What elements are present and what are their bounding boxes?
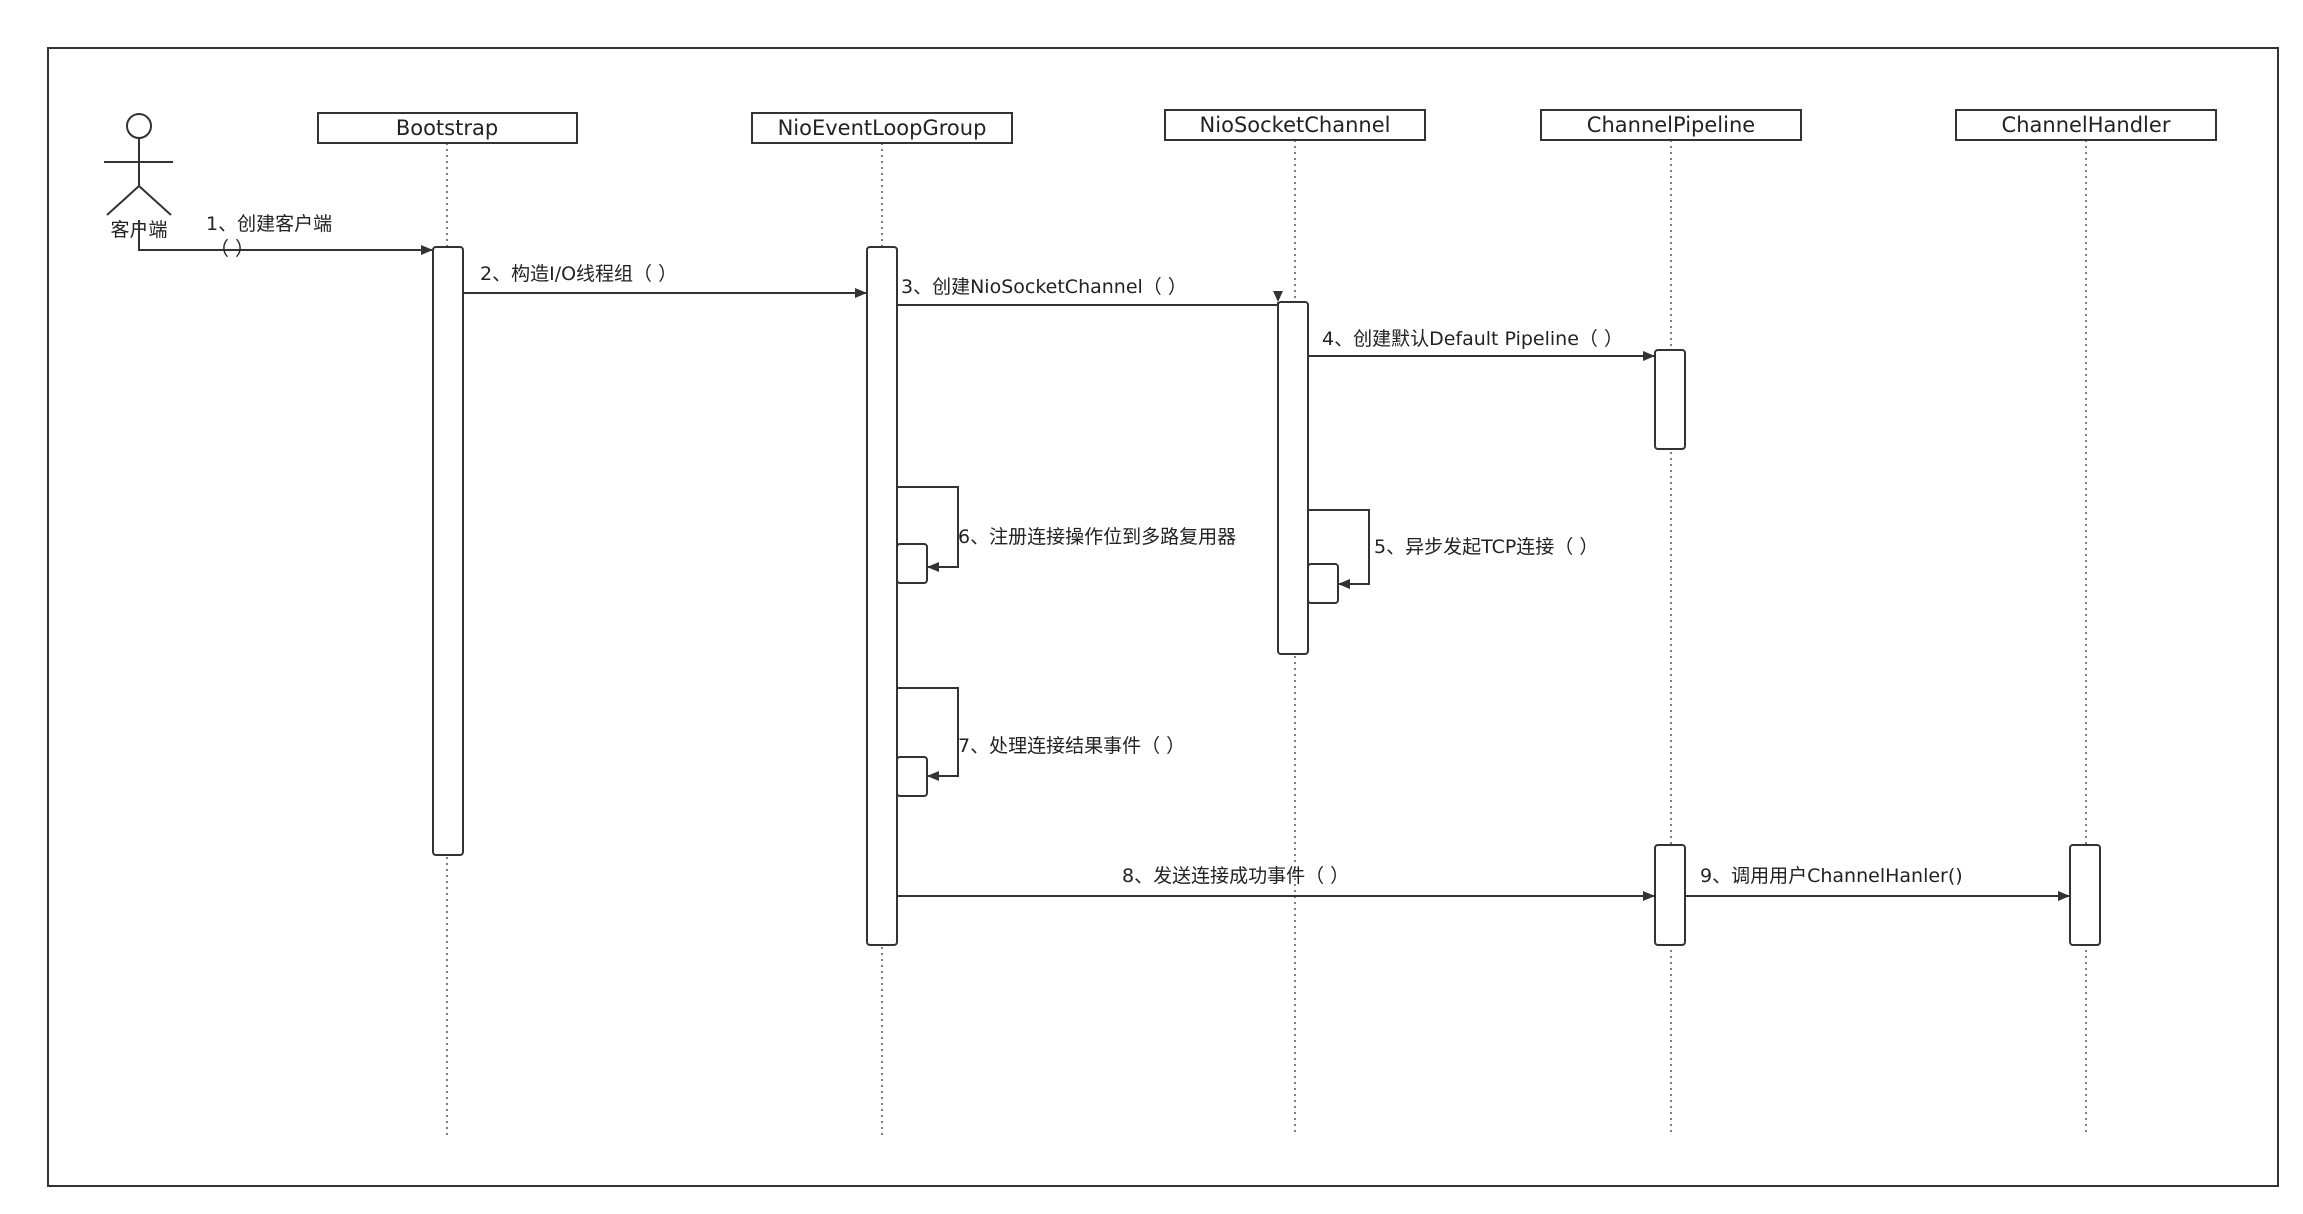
message-8: 8、发送连接成功事件（ ）: [897, 865, 1655, 901]
lifeline-title: Bootstrap: [396, 116, 498, 140]
activation-handler: [2069, 844, 2101, 946]
actor-client: 客户端: [104, 113, 173, 241]
activation-pipeline-second: [1654, 844, 1686, 946]
activation-self-call-5: [1307, 563, 1339, 604]
message-2: 2、构造I/O线程组（ ）: [463, 263, 867, 298]
message-label: 8、发送连接成功事件（ ）: [1122, 865, 1349, 887]
lifeline-niosocketchannel: NioSocketChannel: [1164, 109, 1426, 1135]
message-label: 2、构造I/O线程组（ ）: [480, 263, 677, 285]
lifeline-title: ChannelPipeline: [1587, 113, 1755, 137]
message-5: 5、异步发起TCP连接（ ）: [1308, 509, 1598, 589]
message-label-continued: （ ）: [210, 238, 254, 260]
message-label: 4、创建默认Default Pipeline（ ）: [1322, 328, 1623, 350]
lifeline-header-box: [1540, 109, 1802, 141]
lifeline-channelpipeline: ChannelPipeline: [1540, 109, 1802, 1135]
message-arrow: [138, 220, 433, 255]
message-label: 9、调用用户ChannelHanler(): [1700, 865, 1963, 887]
lifeline-channelhandler: ChannelHandler: [1955, 109, 2217, 1135]
diagram-frame: [47, 47, 2279, 1187]
lifeline-bootstrap: Bootstrap: [317, 112, 578, 1135]
message-label: 3、创建NioSocketChannel（ ）: [901, 276, 1187, 298]
activation-eventloop: [866, 246, 898, 946]
lifeline-title: NioSocketChannel: [1200, 113, 1391, 137]
activation-socketchannel: [1277, 301, 1309, 655]
lifeline-header-box: [317, 112, 578, 144]
message-label: 5、异步发起TCP连接（ ）: [1374, 536, 1598, 558]
message-3: 3、创建NioSocketChannel（ ）: [897, 276, 1283, 306]
lifeline-header-box: [1955, 109, 2217, 141]
lifeline-title: NioEventLoopGroup: [778, 116, 987, 140]
message-arrow: [897, 302, 1279, 306]
message-6: 6、注册连接操作位到多路复用器: [897, 486, 1236, 572]
message-4: 4、创建默认Default Pipeline（ ）: [1308, 328, 1655, 361]
message-label: 7、处理连接结果事件（ ）: [958, 735, 1185, 757]
lifeline-title: ChannelHandler: [2002, 113, 2171, 137]
lifeline-nioeventloopgroup: NioEventLoopGroup: [751, 112, 1013, 1135]
message-arrowhead: [1273, 291, 1283, 302]
message-label: 6、注册连接操作位到多路复用器: [958, 526, 1236, 548]
activation-self-call-6: [896, 543, 928, 584]
message-arrow: [897, 687, 959, 781]
lifeline-header-box: [1164, 109, 1426, 141]
message-1: 1、创建客户端 （ ）: [138, 213, 433, 260]
activation-bootstrap: [432, 246, 464, 856]
message-label: 1、创建客户端: [206, 213, 332, 235]
message-arrow: [1308, 509, 1370, 589]
activation-pipeline-first: [1654, 349, 1686, 450]
lifeline-header-box: [751, 112, 1013, 144]
message-9: 9、调用用户ChannelHanler(): [1685, 865, 2070, 901]
message-7: 7、处理连接结果事件（ ）: [897, 687, 1185, 781]
message-arrow: [897, 486, 959, 572]
activation-self-call-7: [896, 756, 928, 797]
actor-head: [126, 113, 152, 139]
actor-left-leg: [106, 185, 140, 216]
actor-right-leg: [138, 185, 172, 216]
